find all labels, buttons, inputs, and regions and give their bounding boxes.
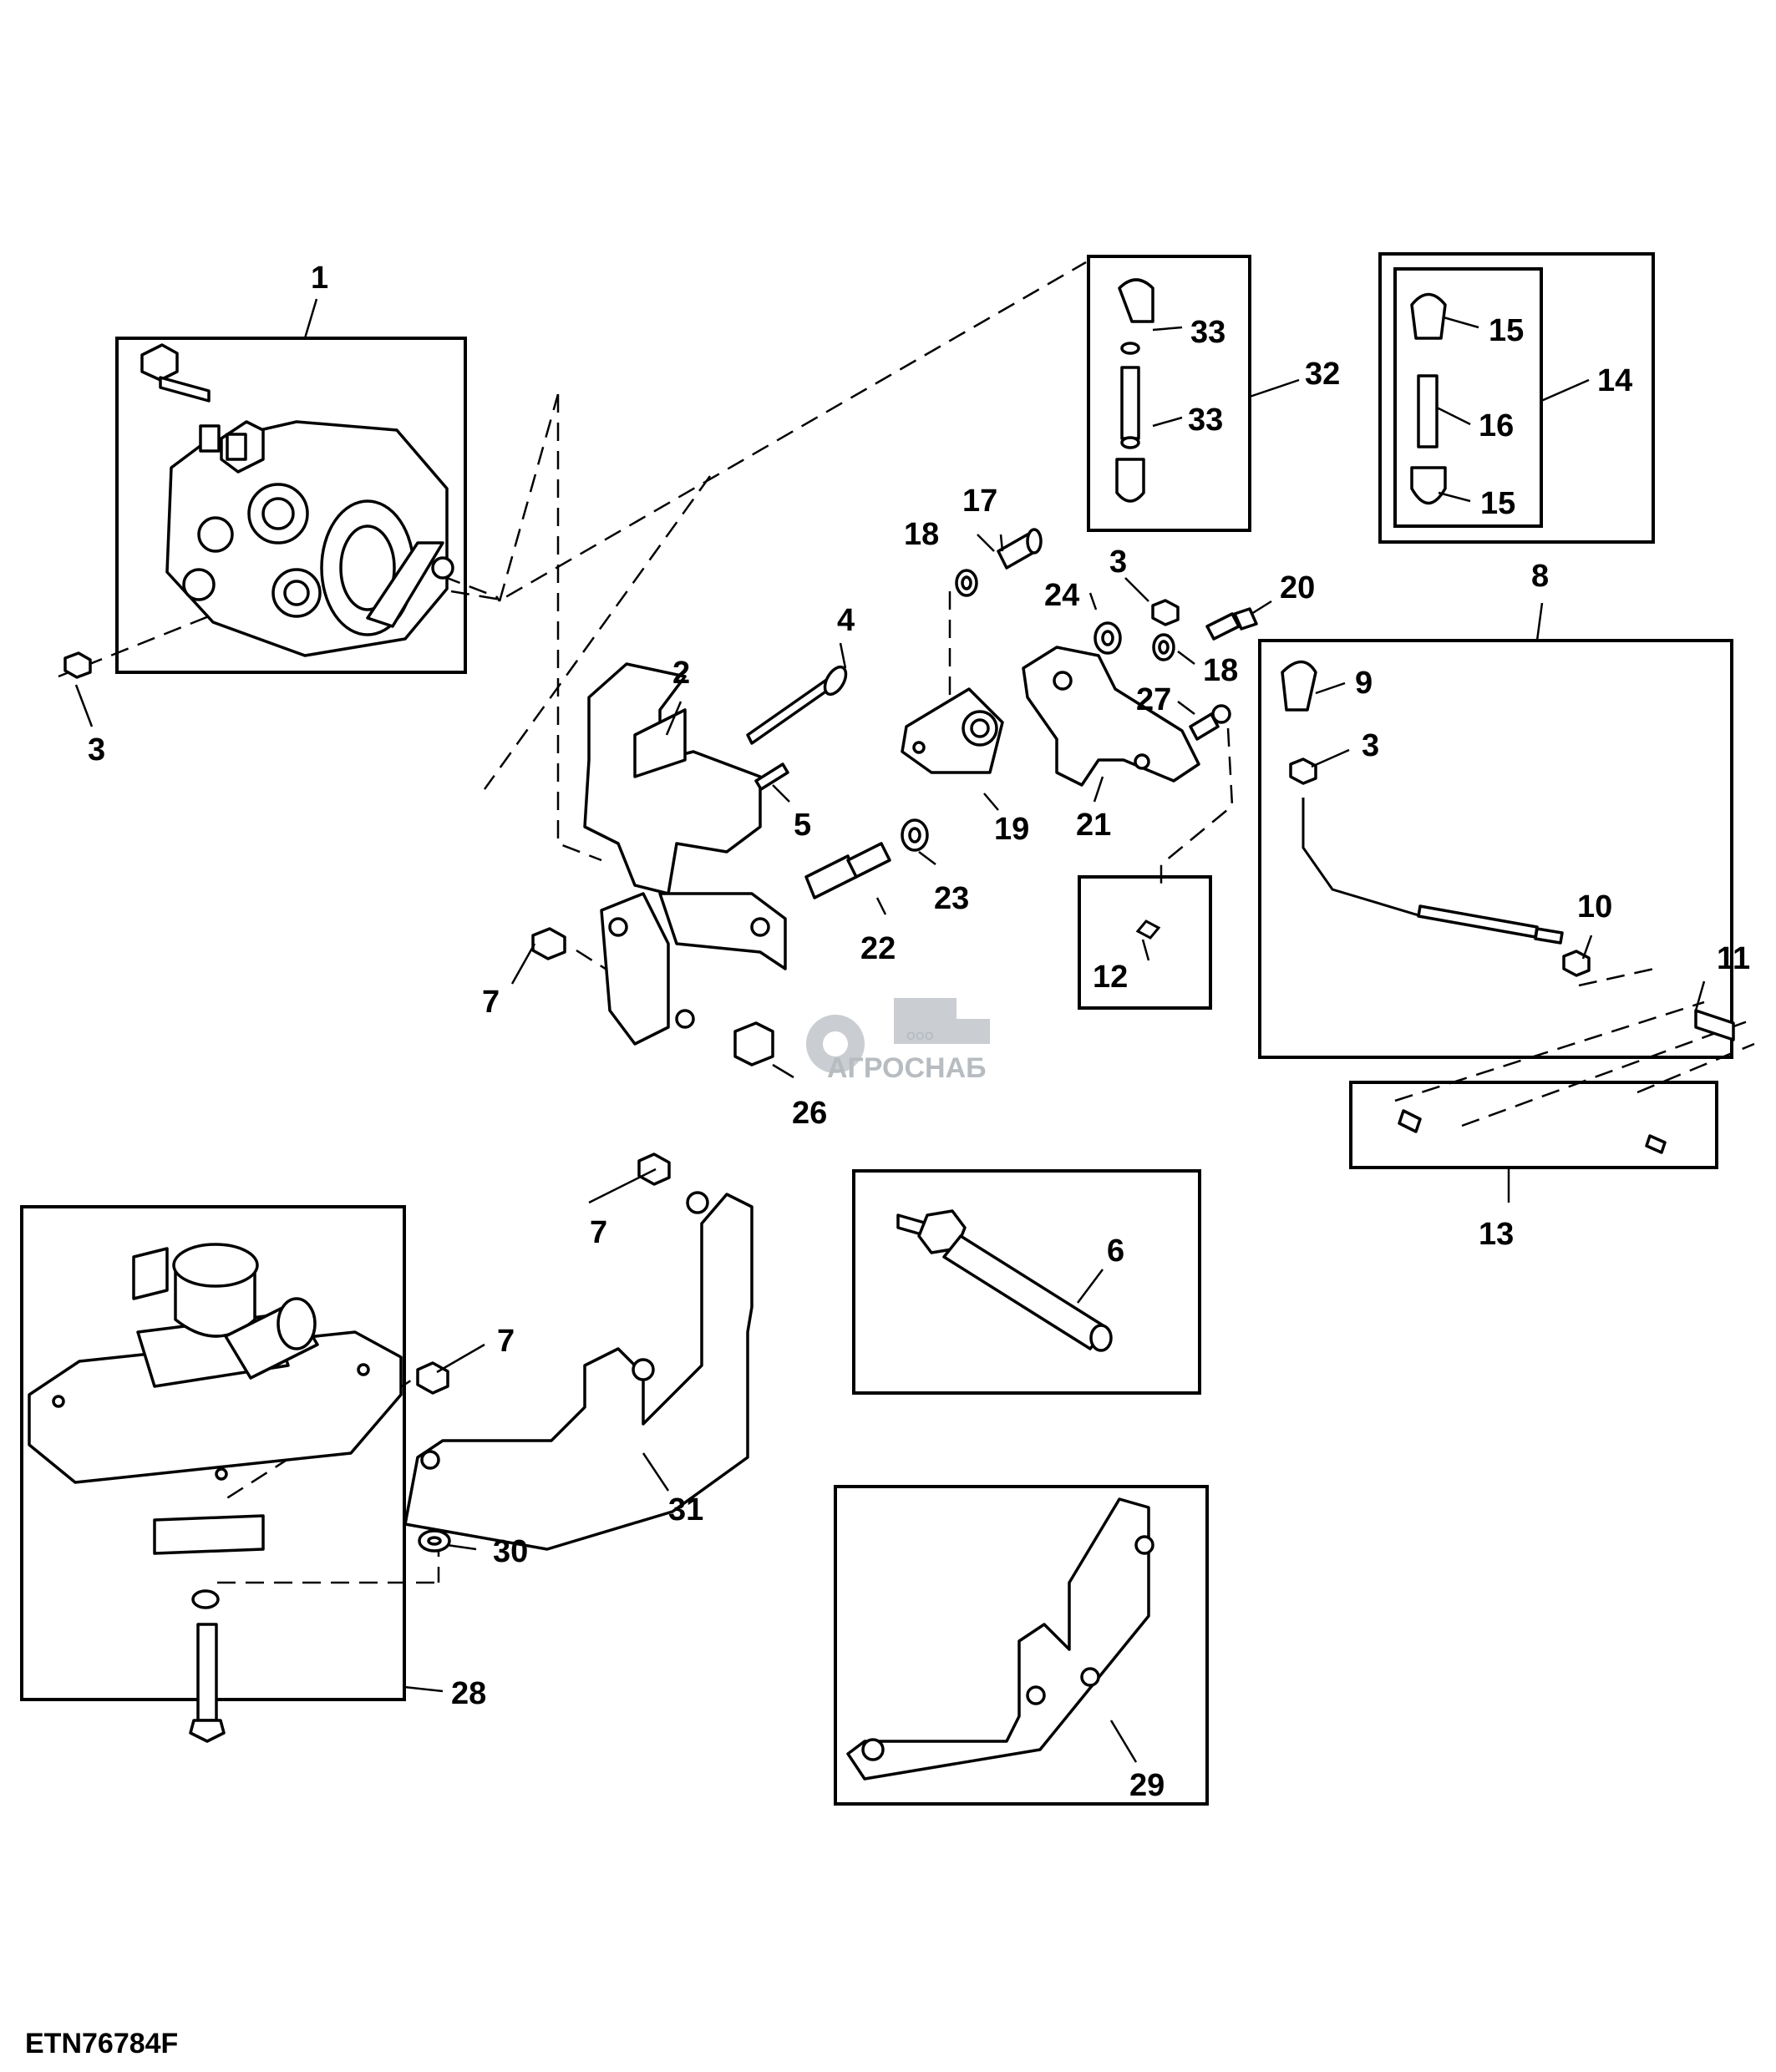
callout-14: 14 [1597, 363, 1632, 398]
callout-3: 3 [88, 732, 105, 768]
callout-26: 26 [792, 1096, 827, 1131]
leader-lines [74, 298, 1706, 1763]
rod-assembly-8 [1281, 660, 1591, 977]
nut-3-mid [1151, 599, 1180, 626]
linkage-rod-14 [1410, 292, 1447, 505]
callout-21: 21 [1076, 808, 1111, 843]
rod-6 [896, 1209, 1113, 1352]
callout-13: 13 [1479, 1217, 1514, 1252]
callout-19: 19 [994, 812, 1029, 847]
callout-32: 32 [1305, 357, 1340, 392]
bracket-31 [403, 1191, 754, 1551]
washer-23 [901, 818, 929, 852]
callout-3: 3 [1109, 545, 1127, 580]
washer-28 [191, 1589, 220, 1609]
callout-1: 1 [311, 261, 328, 296]
bolt-28 [189, 1623, 226, 1743]
valve-assembly-1 [140, 343, 454, 657]
connector-11 [1694, 1009, 1735, 1041]
connector-13 [1398, 1109, 1667, 1154]
bolt-20 [1205, 607, 1258, 641]
callout-33: 33 [1190, 315, 1225, 350]
callout-28: 28 [451, 1676, 486, 1711]
stud-22 [804, 842, 891, 899]
valve-28 [28, 1243, 403, 1555]
callout-3: 3 [1362, 728, 1379, 763]
box-item-8 [1258, 639, 1733, 1059]
box-item-6 [852, 1169, 1201, 1395]
box-item-32 [1087, 255, 1251, 532]
nut-3-left [63, 651, 92, 679]
watermark-logo: ООО АГРОСНАБ [806, 998, 990, 1084]
callout-8: 8 [1531, 559, 1549, 594]
callout-6: 6 [1107, 1234, 1124, 1269]
callout-18: 18 [1203, 653, 1238, 688]
nut-26 [733, 1021, 774, 1066]
callout-15: 15 [1489, 313, 1524, 348]
callout-31: 31 [668, 1492, 703, 1527]
washer-18-b [1152, 633, 1175, 661]
washer-18-a [955, 569, 978, 597]
callouts: 1 2 3 3 3 4 5 6 7 7 7 8 9 10 11 12 13 14… [88, 261, 1750, 1803]
watermark-small-text: ООО [906, 1029, 934, 1042]
bolt-4 [746, 665, 848, 745]
linkage-rod-32 [1115, 278, 1154, 503]
box-item-12 [1078, 875, 1212, 1010]
callout-24: 24 [1044, 578, 1079, 613]
box-item-14-outer [1378, 252, 1655, 544]
lever-21 [1022, 646, 1200, 787]
box-item-29 [834, 1485, 1209, 1806]
callout-29: 29 [1129, 1768, 1165, 1803]
box-item-14-inner [1393, 267, 1543, 528]
drawing-code: ETN76784F [25, 2028, 179, 2059]
callout-33: 33 [1188, 403, 1223, 438]
bolt-17 [997, 528, 1043, 570]
lever-19 [901, 687, 1004, 774]
pin-5 [754, 762, 789, 791]
callout-23: 23 [934, 881, 969, 916]
bracket-2 [583, 662, 762, 895]
box-item-1 [115, 337, 467, 674]
callout-17: 17 [962, 484, 997, 519]
bracket-2-lower [600, 892, 787, 1046]
callout-12: 12 [1093, 960, 1128, 995]
callout-10: 10 [1577, 889, 1612, 925]
callout-7: 7 [590, 1215, 607, 1250]
callout-4: 4 [837, 603, 855, 638]
callout-27: 27 [1136, 682, 1171, 717]
callout-7: 7 [497, 1324, 515, 1359]
callout-11: 11 [1717, 941, 1750, 976]
callout-16: 16 [1479, 408, 1514, 443]
bolt-27 [1189, 704, 1231, 741]
callout-15: 15 [1480, 486, 1515, 521]
washer-24 [1094, 621, 1122, 655]
box-item-13 [1349, 1081, 1718, 1169]
callout-5: 5 [794, 808, 811, 843]
callout-22: 22 [860, 931, 896, 966]
callout-18: 18 [904, 517, 939, 552]
nut-7-a [531, 927, 566, 960]
callout-9: 9 [1355, 666, 1373, 701]
callout-30: 30 [493, 1534, 528, 1569]
washer-30 [418, 1529, 451, 1553]
callout-20: 20 [1280, 570, 1315, 605]
clip-12 [1135, 919, 1161, 940]
callout-2: 2 [672, 656, 690, 691]
watermark-brand-text: АГРОСНАБ [827, 1052, 987, 1084]
callout-7: 7 [482, 985, 500, 1020]
bracket-29 [846, 1497, 1154, 1781]
